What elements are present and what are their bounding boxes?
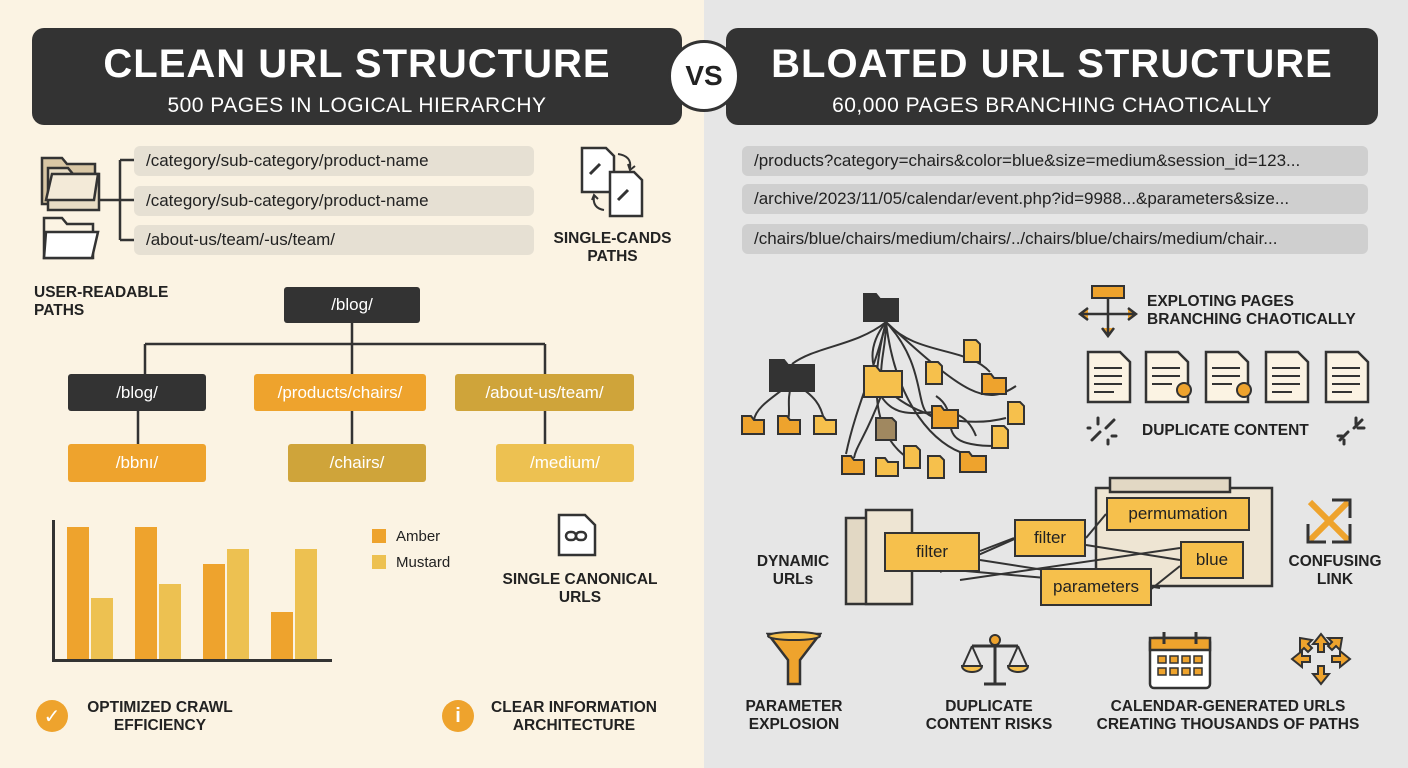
tree-l1-about: /about-us/team/	[455, 374, 634, 411]
bloated-url-1: /products?category=chairs&color=blue&siz…	[742, 146, 1368, 176]
tree-l2-chairs: /chairs/	[288, 444, 426, 482]
path-bracket	[100, 158, 138, 242]
duplicate-docs-row	[1086, 350, 1370, 404]
single-cands-label: SINGLE-CANDS PATHS	[553, 230, 672, 265]
tree-root: /blog/	[284, 287, 420, 323]
tree-l1-products: /products/chairs/	[254, 374, 426, 411]
user-readable-label: USER-READABLE PATHS	[34, 284, 169, 319]
clean-banner: CLEAN URL STRUCTURE 500 PAGES IN LOGICAL…	[32, 28, 682, 125]
info-icon: i	[442, 700, 474, 732]
bar-amber-4	[271, 611, 293, 659]
filter-box-2: filter	[1014, 519, 1086, 557]
bloated-url-3: /chairs/blue/chairs/medium/chairs/../cha…	[742, 224, 1368, 254]
parameter-explosion-label: PARAMETER EXPLOSION	[745, 698, 843, 733]
clean-title: CLEAN URL STRUCTURE	[103, 42, 611, 86]
bar-amber-1	[67, 526, 89, 659]
bloated-banner: BLOATED URL STRUCTURE 60,000 PAGES BRANC…	[726, 28, 1378, 125]
duplicate-content-label: DUPLICATE CONTENT	[1142, 422, 1309, 439]
legend-swatch-mustard	[372, 555, 386, 569]
blue-box: blue	[1180, 541, 1244, 579]
scatter-arrows-icon	[1290, 632, 1352, 686]
bloated-url-2: /archive/2023/11/05/calendar/event.php?i…	[742, 184, 1368, 214]
duplicate-risks-label: DUPLICATE CONTENT RISKS	[925, 698, 1053, 733]
legend-swatch-amber	[372, 529, 386, 543]
tree-l2-blog: /bbnı/	[68, 444, 206, 482]
crawl-efficiency-label: OPTIMIZED CRAWL EFFICIENCY	[87, 699, 233, 734]
info-architecture-label: CLEAR INFORMATION ARCHITECTURE	[491, 699, 657, 734]
calendar-icon	[1148, 632, 1212, 690]
filter-box-1: filter	[884, 532, 980, 572]
clean-path-1: /category/sub-category/product-name	[134, 146, 534, 176]
clean-subtitle: 500 PAGES IN LOGICAL HIERARCHY	[167, 94, 547, 117]
clean-path-3: /about-us/team/-us/team/	[134, 225, 534, 255]
bar-mustard-4	[295, 549, 317, 659]
folder-stack-icon	[40, 156, 101, 260]
exploding-arrows-icon	[1078, 285, 1138, 339]
calendar-urls-label: CALENDAR-GENERATED URLS CREATING THOUSAN…	[1096, 698, 1360, 733]
crossed-arrows-icon	[1306, 498, 1352, 544]
funnel-icon	[766, 631, 822, 686]
chaotic-network	[741, 293, 1025, 479]
linked-docs-icon	[580, 146, 644, 218]
clean-path-2: /category/sub-category/product-name	[134, 186, 534, 216]
bar-amber-3	[203, 564, 225, 659]
checkmark-icon: ✓	[36, 700, 68, 732]
tree-connectors	[136, 322, 547, 444]
broken-link-icon	[1086, 416, 1118, 446]
confusing-link-label: CONFUSING LINK	[1288, 553, 1382, 588]
exploding-pages-label: EXPLOTING PAGES BRANCHING CHAOTICALLY	[1147, 293, 1356, 328]
legend-amber: Amber	[396, 528, 441, 545]
bloated-subtitle: 60,000 PAGES BRANCHING CHAOTICALLY	[832, 94, 1272, 117]
bar-amber-2	[135, 526, 157, 659]
permutation-box: permumation	[1106, 497, 1250, 531]
bar-mustard-3	[227, 549, 249, 659]
bar-mustard-1	[91, 597, 113, 659]
bar-mustard-2	[159, 583, 181, 659]
vs-badge: VS	[668, 40, 740, 112]
canonical-label: SINGLE CANONICAL URLS	[502, 571, 658, 606]
legend-mustard: Mustard	[396, 554, 451, 571]
parameters-box: parameters	[1040, 568, 1152, 606]
broken-link-icon-2	[1336, 416, 1366, 446]
tree-l2-medium: /medium/	[496, 444, 634, 482]
scales-icon	[960, 634, 1030, 686]
bloated-title: BLOATED URL STRUCTURE	[771, 42, 1333, 86]
tree-l1-blog: /blog/	[68, 374, 206, 411]
dynamic-urls-label: DYNAMIC URLs	[756, 553, 830, 588]
link-document-icon	[557, 513, 597, 557]
crawl-bar-chart	[52, 520, 332, 662]
